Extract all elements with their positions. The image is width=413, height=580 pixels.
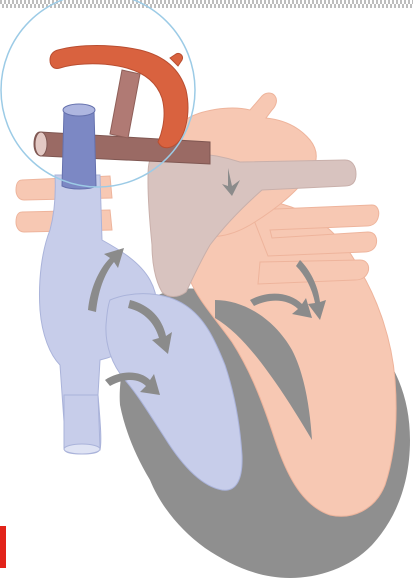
aortic-arch-tail	[170, 53, 183, 66]
inferior-vena-cava-opening	[64, 444, 100, 454]
ductus-arteriosus	[110, 70, 140, 138]
edge-red-mark	[0, 526, 6, 568]
superior-vena-cava-opening	[63, 104, 95, 116]
superior-vena-cava	[62, 110, 96, 189]
shunt-vessel-opening	[35, 132, 47, 156]
